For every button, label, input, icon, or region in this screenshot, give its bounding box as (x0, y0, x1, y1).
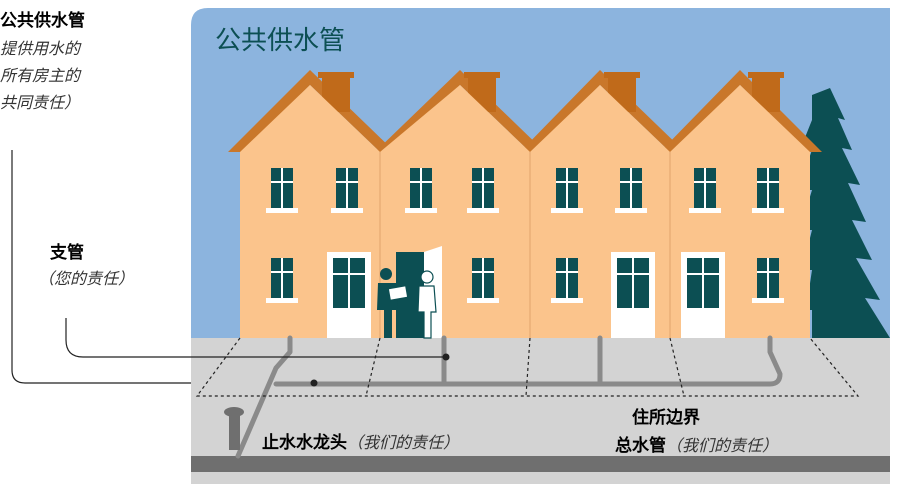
person-icon (377, 268, 437, 339)
public-pipe-note: 公共供水管 提供用水的 所有房主的 共同责任） (0, 8, 85, 116)
branch-pipe-title: 支管 (50, 243, 84, 263)
public-pipe-title: 公共供水管 (0, 11, 85, 31)
public-pipe-desc-line-2: 所有房主的 (0, 66, 81, 85)
stop-tap-desc: （我们的责任） (347, 433, 460, 452)
stop-tap-icon (224, 407, 244, 450)
lower-windows (266, 258, 784, 303)
branch-pipe-desc: （您的责任） (38, 269, 135, 288)
upper-windows (266, 168, 784, 213)
main-pipe-title: 总水管 (615, 436, 666, 456)
page-title: 公共供水管 (215, 26, 346, 56)
boundary-label: 住所边界 (632, 408, 700, 428)
main-pipe-desc: （我们的责任） (666, 436, 779, 455)
property-boundary (195, 337, 860, 397)
leader-lines (11, 150, 446, 384)
main-water-pipe (191, 456, 890, 472)
public-pipe-desc-line-1: 提供用水的 (0, 39, 81, 58)
stop-tap-label: 止水水龙头（我们的责任） (262, 428, 459, 453)
public-pipe-desc-line-3: 共同责任） (0, 93, 81, 112)
stop-tap-title: 止水水龙头 (262, 433, 347, 453)
pipe-junction-marker (310, 379, 318, 387)
main-pipe-label: 总水管（我们的责任） (615, 431, 778, 456)
supply-pipes (235, 335, 783, 459)
